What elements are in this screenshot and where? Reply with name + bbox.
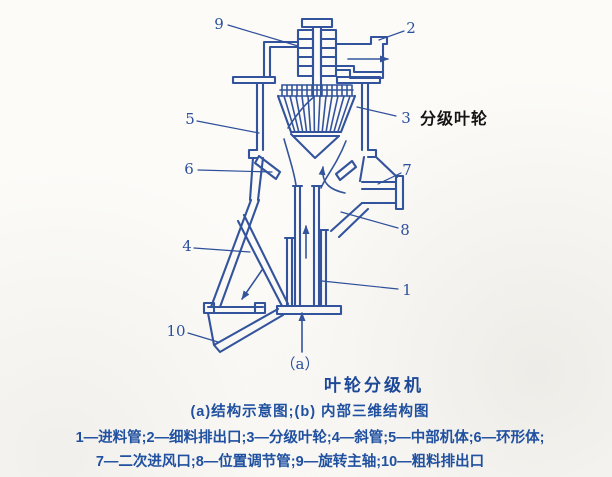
part-label-1: 1 xyxy=(402,281,412,299)
part-label-8: 8 xyxy=(400,221,410,239)
leader-lines xyxy=(187,24,405,343)
legend-line-2: 7—二次进风口;8—位置调节管;9—旋转主轴;10—粗料排出口 xyxy=(96,452,484,470)
adjusting-sleeve xyxy=(283,228,330,308)
part-label-6: 6 xyxy=(184,160,194,178)
flow-arrows xyxy=(241,225,310,353)
coarse-outlet-chute xyxy=(202,301,285,354)
part-label-5: 5 xyxy=(185,110,195,128)
fine-outlet-duct xyxy=(334,35,389,80)
deflector-cone xyxy=(289,132,341,160)
figure-title: 叶轮分级机 xyxy=(324,375,424,395)
part-label-10: 10 xyxy=(166,322,185,340)
part-label-2: 2 xyxy=(406,19,416,37)
secondary-air-pipe xyxy=(318,166,405,239)
part-label-9: 9 xyxy=(214,15,224,33)
impeller-annotation: 分级叶轮 xyxy=(420,109,488,128)
part-label-7: 7 xyxy=(402,161,412,179)
part-label-3: 3 xyxy=(401,109,411,127)
ring-body-right xyxy=(334,159,358,182)
feed-pipe xyxy=(275,184,343,316)
part-number-labels: 9 2 3 5 6 7 8 4 1 10 xyxy=(166,15,415,340)
part-label-4: 4 xyxy=(182,237,192,255)
figure-sub-label: （a） xyxy=(281,355,320,373)
ring-body-left xyxy=(253,154,282,181)
inclined-pipe xyxy=(209,198,290,309)
drive-shaft-assembly xyxy=(262,17,338,98)
housing xyxy=(231,75,399,202)
legend-line-1: 1—进料管;2—细料排出口;3—分级叶轮;4—斜管;5—中部机体;6—环形体; xyxy=(76,428,545,446)
figure-caption: (a)结构示意图;(b) 内部三维结构图 xyxy=(190,402,429,420)
impeller xyxy=(276,84,357,138)
